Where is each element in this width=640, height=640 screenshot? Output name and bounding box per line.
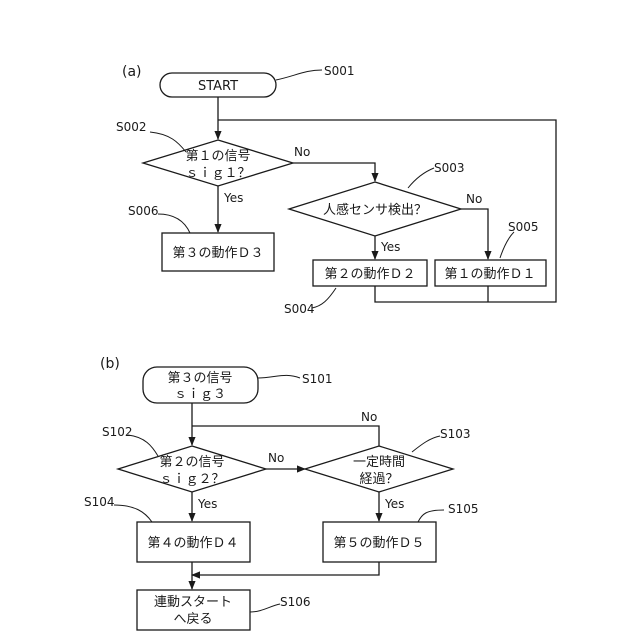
decision-sig1-line2: ｓｉｇ１？	[185, 166, 250, 181]
decision-timeout-line1: 一定時間	[353, 455, 405, 470]
decision-sig1-no-label: No	[294, 145, 310, 159]
s004-leader	[312, 288, 336, 308]
panel-b-label: (b)	[100, 356, 120, 372]
decision-sig1-yes-label: Yes	[223, 191, 243, 205]
return-line2: へ戻る	[173, 612, 212, 627]
merge-d2-line	[375, 286, 488, 302]
decision-sig1-line1: 第１の信号	[185, 149, 250, 164]
s004-label: S004	[284, 302, 315, 316]
signal3-line2: ｓｉｇ３	[174, 387, 226, 402]
process-d1-text: 第１の動作Ｄ１	[444, 267, 535, 282]
s001-leader	[276, 70, 322, 80]
s006-label: S006	[128, 204, 159, 218]
s102-label: S102	[102, 425, 133, 439]
s005-leader	[500, 232, 514, 258]
s105-leader	[418, 510, 444, 522]
s104-label: S104	[84, 495, 115, 509]
decision-human-sensor-yes-label: Yes	[380, 240, 400, 254]
process-d2-text: 第２の動作Ｄ２	[324, 267, 415, 282]
s103-leader	[412, 436, 440, 452]
process-d4-text: 第４の動作Ｄ４	[147, 536, 238, 551]
s001-label: S001	[324, 64, 355, 78]
s003-leader	[408, 168, 434, 188]
s005-label: S005	[508, 220, 539, 234]
decision-timeout-no-label: No	[361, 410, 377, 424]
decision-sig2-no-label: No	[268, 451, 284, 465]
s103-label: S103	[440, 427, 471, 441]
arrow-d5-merge	[192, 562, 379, 575]
loopback-line-b	[192, 426, 379, 446]
arrow-decision2-no	[461, 209, 488, 259]
decision-sig2-line2: ｓｉｇ２？	[159, 472, 224, 487]
process-d5-text: 第５の動作Ｄ５	[333, 536, 424, 551]
decision-human-sensor-text: 人感センサ検出？	[323, 202, 427, 218]
decision-timeout-line2: 経過？	[359, 472, 398, 487]
s101-leader	[258, 375, 300, 378]
panel-b: (b) 第３の信号 ｓｉｇ３ S101 No 第２の信号 ｓｉｇ２？ S102 …	[84, 356, 479, 630]
panel-a-label: (a)	[122, 64, 142, 80]
s104-leader	[114, 505, 152, 522]
s002-leader	[150, 132, 186, 152]
decision-sig2-yes-label: Yes	[197, 497, 217, 511]
s106-leader	[250, 604, 280, 612]
start-terminal-text: START	[198, 79, 238, 94]
s101-label: S101	[302, 372, 333, 386]
s002-label: S002	[116, 120, 147, 134]
s006-leader	[158, 214, 190, 233]
s003-label: S003	[434, 161, 465, 175]
process-d3-text: 第３の動作Ｄ３	[172, 246, 263, 261]
s105-label: S105	[448, 502, 479, 516]
decision-timeout-yes-label: Yes	[384, 497, 404, 511]
decision-sig2-line1: 第２の信号	[159, 455, 224, 470]
decision-human-sensor-no-label: No	[466, 192, 482, 206]
return-line1: 連動スタート	[154, 595, 232, 610]
arrow-decision1-no	[293, 163, 375, 181]
panel-a: (a) START S001 第１の信号 ｓｉｇ１？ S002 No Yes 第…	[116, 64, 556, 316]
s106-label: S106	[280, 595, 311, 609]
signal3-line1: 第３の信号	[167, 371, 232, 386]
